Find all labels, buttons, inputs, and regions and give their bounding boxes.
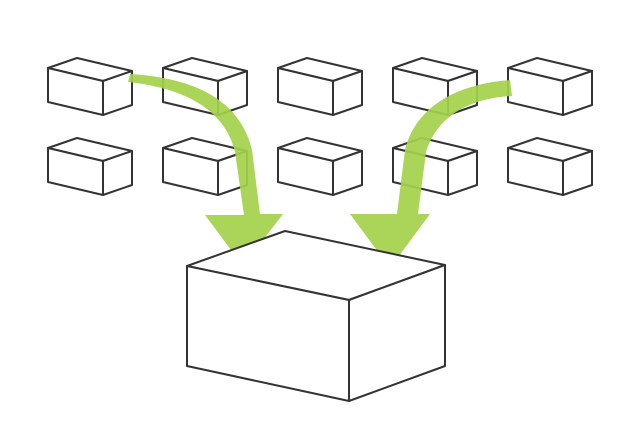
large-box-group <box>186 230 446 402</box>
large-box <box>186 230 446 402</box>
small-box-r2-c1-side-face <box>102 150 133 196</box>
small-box-r2-c3-side-face <box>332 150 363 196</box>
small-box-r1-c1-side-face <box>102 70 133 116</box>
small-box-r1-c5-side-face <box>562 70 593 116</box>
small-box-r2-c3 <box>277 137 363 196</box>
small-box-r2-c5-side-face <box>562 150 593 196</box>
small-box-r2-c5 <box>507 137 593 196</box>
large-box-side-face <box>348 264 446 402</box>
left-merge-arrow-icon <box>128 74 283 266</box>
small-box-r1-c3 <box>277 57 363 116</box>
small-box-r1-c3-side-face <box>332 70 363 116</box>
small-box-r2-c4-side-face <box>447 150 478 196</box>
right-merge-arrow-icon <box>350 80 512 268</box>
small-box-r1-c1 <box>47 57 133 116</box>
small-box-r1-c5 <box>507 57 593 116</box>
merge-arrows <box>128 74 512 268</box>
small-box-r2-c1 <box>47 137 133 196</box>
